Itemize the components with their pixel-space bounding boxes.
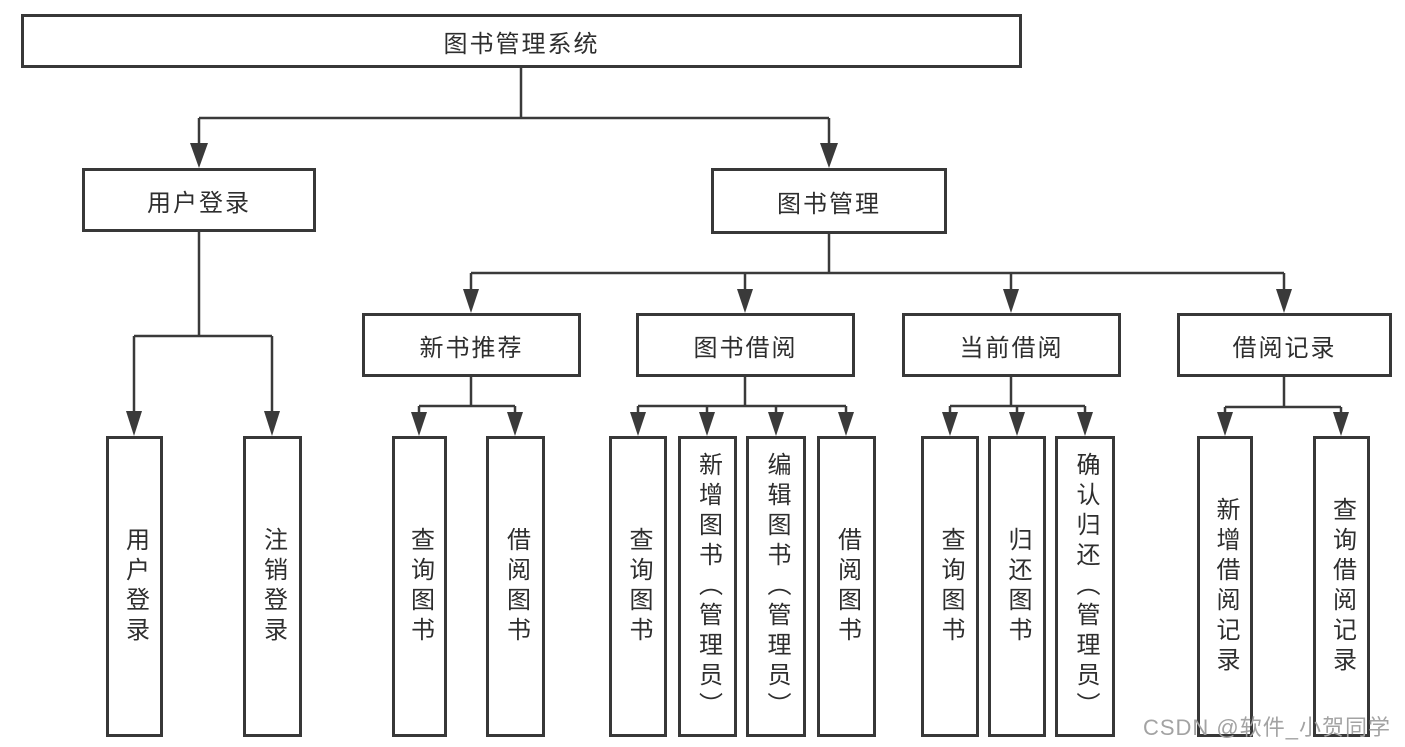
leaf-confirm-return-admin: 确认归还（管理员） (1055, 436, 1115, 737)
node-label: 查询图书 (625, 526, 652, 647)
node-user-login: 用户登录 (82, 168, 316, 232)
node-label: 用户登录 (147, 189, 251, 217)
leaf-edit-books-admin: 编辑图书（管理员） (746, 436, 806, 737)
leaf-query-books-current: 查询图书 (921, 436, 979, 737)
node-label: 新书推荐 (419, 334, 524, 362)
csdn-watermark: CSDN @软件_小贺同学 (1142, 715, 1391, 740)
node-label: 确认归还（管理员） (1072, 451, 1099, 722)
node-label: 查询图书 (406, 526, 434, 647)
node-label: 用户登录 (121, 526, 149, 647)
leaf-query-borrow-record: 查询借阅记录 (1313, 436, 1370, 737)
node-label: 新增借阅记录 (1212, 496, 1239, 677)
node-label: 图书管理 (777, 190, 881, 218)
node-label: 借阅图书 (502, 526, 530, 647)
leaf-logout: 注销登录 (243, 436, 302, 737)
node-borrow-records: 借阅记录 (1177, 313, 1392, 377)
node-root-system: 图书管理系统 (21, 14, 1022, 68)
leaf-return-books: 归还图书 (988, 436, 1046, 737)
node-new-book-recommend: 新书推荐 (362, 313, 581, 377)
node-label: 图书借阅 (693, 334, 798, 362)
node-label: 借阅图书 (833, 526, 861, 647)
node-label: 借阅记录 (1232, 334, 1337, 362)
leaf-query-books-borrow: 查询图书 (609, 436, 667, 737)
node-label: 归还图书 (1004, 526, 1031, 647)
leaf-add-borrow-record: 新增借阅记录 (1197, 436, 1253, 737)
node-label: 新增图书（管理员） (694, 451, 722, 722)
node-label: 查询图书 (937, 526, 964, 647)
node-label: 图书管理系统 (443, 30, 600, 58)
arrowheads (126, 143, 1349, 436)
node-label: 编辑图书（管理员） (763, 451, 790, 722)
leaf-borrow-books: 借阅图书 (817, 436, 876, 737)
leaf-add-books-admin: 新增图书（管理员） (678, 436, 737, 737)
node-label: 注销登录 (259, 526, 287, 647)
leaf-query-books-recommend: 查询图书 (392, 436, 447, 737)
node-label: 当前借阅 (959, 334, 1064, 362)
node-label: 查询借阅记录 (1328, 496, 1356, 677)
leaf-user-login: 用户登录 (106, 436, 163, 737)
node-book-management: 图书管理 (711, 168, 947, 234)
node-current-borrow: 当前借阅 (902, 313, 1121, 377)
node-book-borrow: 图书借阅 (636, 313, 855, 377)
leaf-borrow-books-recommend: 借阅图书 (486, 436, 545, 737)
